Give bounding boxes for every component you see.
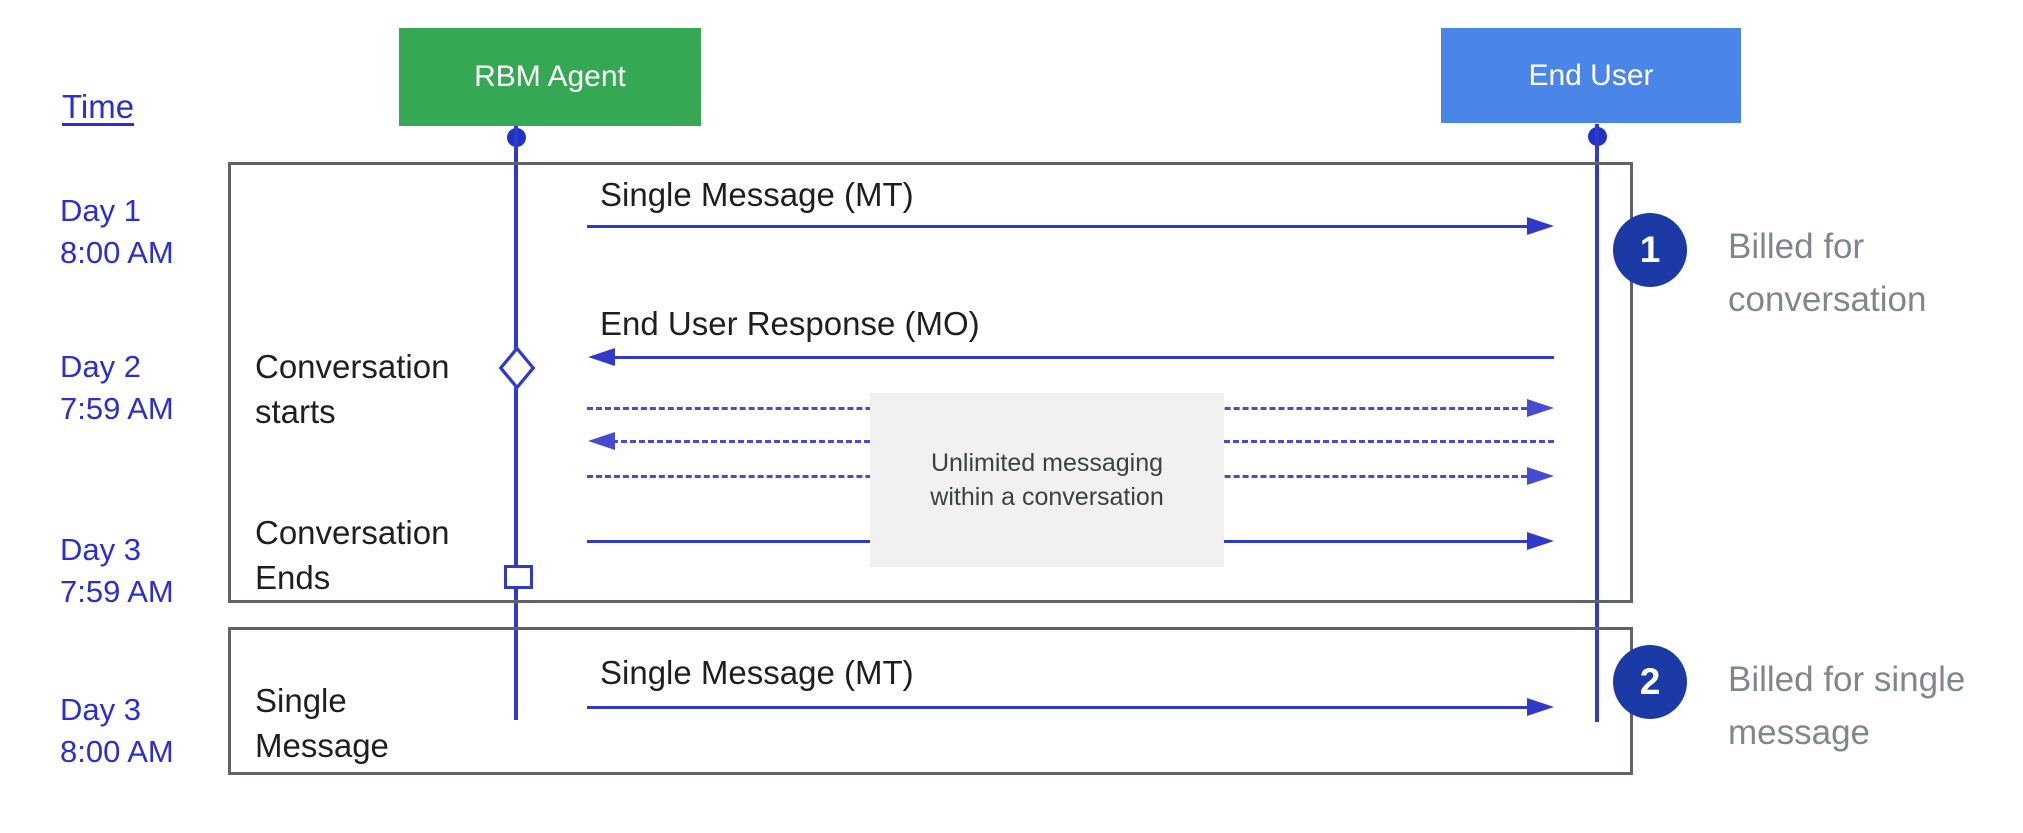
annotation-billed-conversation-line1: Billed for	[1728, 227, 1865, 266]
annotation-billed-single-message-line2: message	[1728, 713, 1871, 752]
message-last-arrowhead-icon	[1527, 532, 1554, 550]
timestamp-day3-single: Day 3 8:00 AM	[60, 689, 174, 773]
timestamp-day1-time: 8:00 AM	[60, 235, 174, 270]
actor-rbm-agent-label: RBM Agent	[474, 60, 626, 93]
timestamp-day3-start-day: Day 3	[60, 532, 141, 567]
annotation-billed-conversation: Billed for conversation	[1728, 220, 1926, 326]
time-axis-label: Time	[62, 88, 135, 125]
label-single-message-line2: Message	[255, 727, 389, 764]
label-conversation-starts-line2: starts	[255, 393, 336, 430]
message-mt2-label: Single Message (MT)	[600, 654, 914, 691]
label-single-message-line1: Single	[255, 682, 347, 719]
annotation-billed-conversation-line2: conversation	[1728, 280, 1927, 319]
timestamp-day3-start: Day 3 7:59 AM	[60, 529, 174, 613]
label-single-message: Single Message	[255, 678, 389, 768]
conversation-start-diamond-shape	[498, 345, 536, 391]
timestamp-day2-time: 7:59 AM	[60, 391, 174, 426]
billing-badge-2: 2	[1613, 645, 1687, 719]
message-mt2-arrowhead-icon	[1527, 698, 1554, 716]
billing-badge-2-number: 2	[1639, 661, 1661, 702]
end-user-lifeline	[1595, 124, 1599, 722]
unlimited-messaging-note-line1: Unlimited messaging	[930, 449, 1164, 477]
rbm-agent-lifeline	[514, 126, 518, 720]
message-mo-line	[612, 356, 1554, 359]
message-mo-label: End User Response (MO)	[600, 305, 980, 342]
conversation-phase-box	[228, 162, 1633, 603]
message-mt2-line	[587, 706, 1529, 709]
message-mt1-label: Single Message (MT)	[600, 176, 914, 213]
timestamp-day2-day: Day 2	[60, 349, 141, 384]
timestamp-day1-day: Day 1	[60, 193, 141, 228]
unlimited-messaging-note-line2: within a conversation	[930, 483, 1164, 511]
timestamp-day2: Day 2 7:59 AM	[60, 346, 174, 430]
timestamp-day3-single-day: Day 3	[60, 692, 141, 727]
conversation-end-square-icon	[504, 565, 533, 589]
timestamp-day1: Day 1 8:00 AM	[60, 190, 174, 274]
unlimited-messaging-note: Unlimited messaging within a conversatio…	[870, 393, 1224, 567]
timestamp-day3-single-time: 8:00 AM	[60, 734, 174, 769]
billing-badge-1: 1	[1613, 213, 1687, 287]
annotation-billed-single-message-line1: Billed for single	[1728, 660, 1966, 699]
message-dashed3-arrowhead-icon	[1527, 467, 1554, 485]
message-dashed2-arrowhead-icon	[588, 432, 615, 450]
message-dashed1-arrowhead-icon	[1527, 399, 1554, 417]
actor-end-user: End User	[1441, 28, 1741, 123]
label-conversation-ends-line2: Ends	[255, 559, 331, 596]
label-conversation-ends-line1: Conversation	[255, 514, 450, 551]
annotation-billed-single-message: Billed for single message	[1728, 653, 1965, 759]
label-conversation-starts-line1: Conversation	[255, 348, 450, 385]
message-mt1-arrowhead-icon	[1527, 217, 1554, 235]
single-message-phase-box	[228, 627, 1633, 775]
label-conversation-ends: Conversation Ends	[255, 510, 449, 600]
message-mt1-line	[587, 225, 1529, 228]
conversation-start-diamond-icon	[498, 345, 536, 391]
actor-rbm-agent: RBM Agent	[399, 28, 701, 126]
timestamp-day3-start-time: 7:59 AM	[60, 574, 174, 609]
billing-badge-1-number: 1	[1639, 229, 1661, 270]
actor-end-user-label: End User	[1528, 58, 1654, 92]
message-mo-arrowhead-icon	[588, 348, 615, 366]
label-conversation-starts: Conversation starts	[255, 344, 449, 434]
